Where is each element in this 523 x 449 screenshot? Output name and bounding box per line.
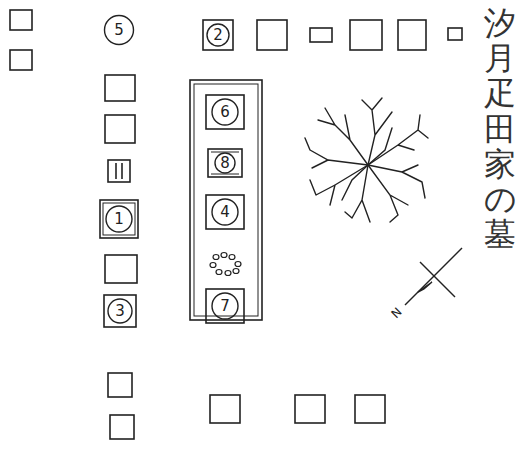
grave-number: 1: [114, 212, 124, 227]
grave-stone: [108, 373, 132, 397]
grave-stone: [355, 395, 385, 423]
grave-stone: [10, 50, 32, 70]
grave-stone: [398, 20, 426, 50]
grave-stone: [10, 10, 32, 30]
grave-number: 4: [220, 205, 230, 220]
pebbles: [210, 253, 241, 276]
grave-number: 6: [220, 105, 230, 120]
grave-stone: [310, 28, 332, 42]
grave-stone: [448, 28, 462, 40]
grave-marker: 3: [103, 294, 137, 328]
grave-stone: [108, 160, 130, 182]
grave-platform: [190, 80, 262, 320]
grave-marker: 2: [202, 19, 234, 51]
grave-marker: 8: [207, 148, 243, 178]
grave-number: 2: [213, 28, 223, 43]
north-label: N: [388, 305, 404, 321]
grave-number: 3: [115, 304, 125, 319]
grave-stone: [105, 75, 135, 101]
grave-number: 5: [114, 23, 124, 38]
grave-number: 7: [220, 299, 230, 314]
grave-stone: [350, 20, 382, 50]
grave-marker: 5: [103, 14, 135, 46]
grave-stone: [295, 395, 325, 423]
grave-stone: [210, 395, 240, 423]
grave-number: 8: [220, 156, 230, 171]
title: 汐月疋田家の墓: [484, 6, 516, 252]
tree: [305, 98, 428, 222]
grave-marker: 6: [205, 94, 245, 130]
grave-stone: [257, 20, 287, 50]
grave-stone: [110, 415, 134, 439]
grave-marker: 1: [99, 199, 139, 239]
grave-stone: [105, 115, 135, 143]
north-arrow: [405, 248, 462, 305]
grave-marker: 7: [205, 288, 245, 324]
grave-marker: 4: [205, 194, 245, 230]
grave-stone: [105, 255, 137, 283]
